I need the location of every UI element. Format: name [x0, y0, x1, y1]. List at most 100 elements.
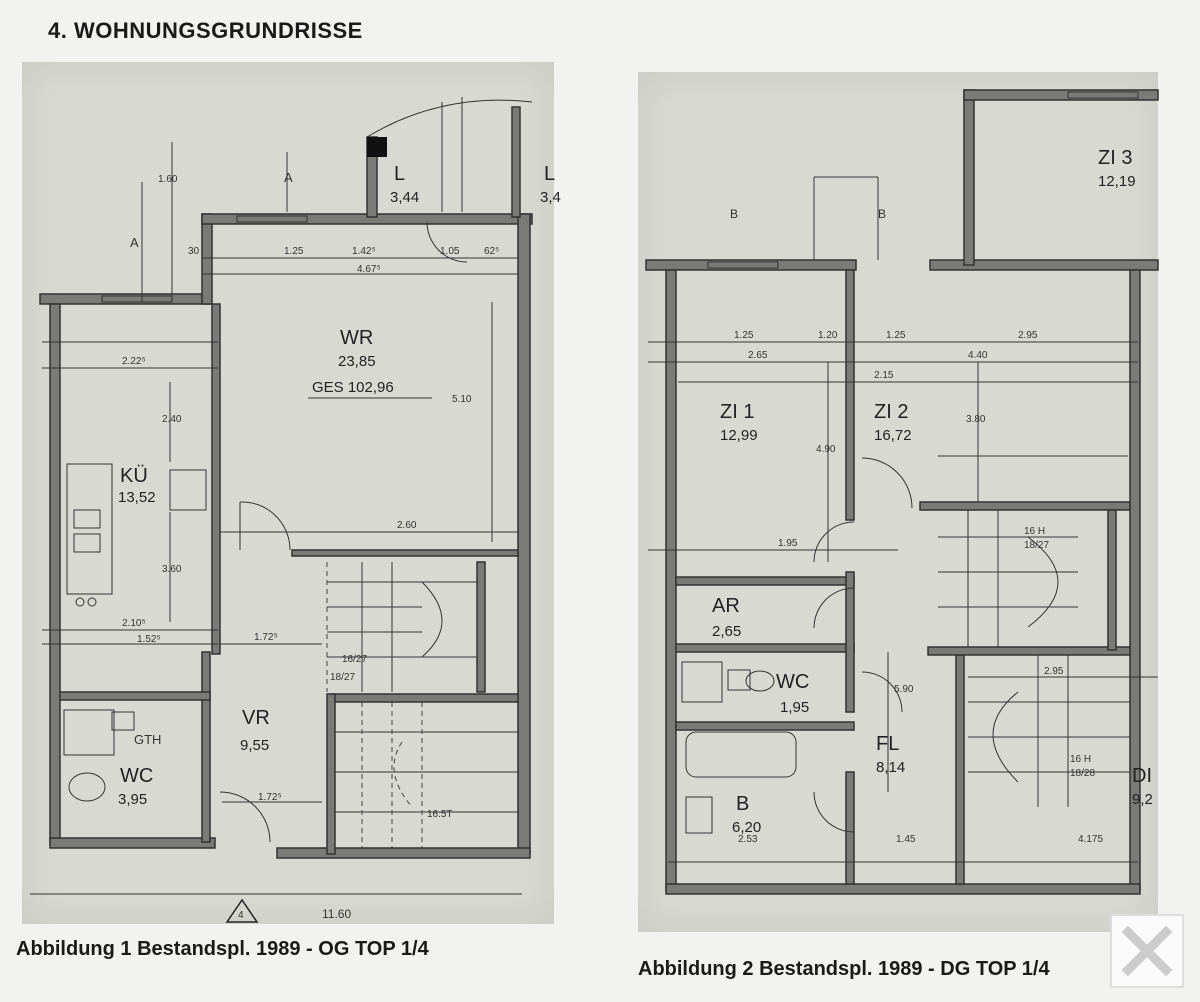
dim-label: 18/28: [1070, 768, 1095, 779]
staircase-lower: [335, 702, 518, 848]
room-b-name: B: [736, 793, 749, 815]
door-swing: [861, 671, 903, 713]
wall: [476, 561, 486, 693]
caption-plan-dg: Abbildung 2 Bestandspl. 1989 - DG TOP 1/…: [638, 958, 1050, 980]
wall: [955, 654, 965, 885]
crossed-keys-logo-icon: [1121, 925, 1173, 977]
room-ar-name: AR: [712, 595, 740, 617]
balcony-arc: [366, 99, 533, 138]
wall: [675, 643, 855, 653]
dim-total-width: 11.60: [322, 907, 351, 921]
room-di-name: DI: [1132, 765, 1152, 787]
caption-plan-og: Abbildung 1 Bestandspl. 1989 - OG TOP 1/…: [16, 938, 429, 960]
wall: [517, 213, 531, 855]
toilet-tank: [727, 669, 751, 691]
dim-label: 2.53: [738, 834, 758, 845]
section-mark: B: [730, 207, 738, 221]
window: [1067, 91, 1139, 99]
dim-label: 1.72⁵: [258, 792, 282, 803]
entry-marker-icon: [225, 898, 259, 923]
kitchen-counter: [66, 463, 113, 595]
dim-label: 30: [188, 246, 200, 257]
room-wc-area: 3,95: [118, 791, 147, 808]
room-zi2-area: 16,72: [874, 427, 912, 444]
dim-label: 1.42⁵: [352, 246, 376, 257]
room-zi3-area: 12,19: [1098, 173, 1136, 190]
wall: [59, 691, 211, 701]
wall: [331, 693, 519, 703]
dim-label: 4.175: [1078, 834, 1103, 845]
dim-label: 16.5T: [427, 809, 453, 820]
entry-marker-label: 4: [238, 910, 244, 921]
staircase-lower: [968, 655, 1130, 807]
section-mark: A: [284, 170, 293, 185]
stove-burner: [87, 597, 97, 607]
dim-label: 18/27: [330, 672, 355, 683]
wall: [291, 549, 519, 557]
room-l2-area: 3,4: [540, 189, 561, 206]
dim-label: 1.25: [734, 330, 754, 341]
dim-label: 2.60: [397, 520, 417, 531]
room-l1-area: 3,44: [390, 189, 419, 206]
gth-label: GTH: [134, 732, 161, 747]
dim-label: 1.60: [158, 174, 178, 185]
staircase-upper: [938, 510, 1078, 647]
dim-label: 1.25: [886, 330, 906, 341]
wall: [845, 571, 855, 713]
dim-label: 3.80: [966, 414, 986, 425]
room-vr-name: VR: [242, 707, 270, 729]
dim-label: 5.90: [894, 684, 914, 695]
wall: [326, 693, 336, 855]
dim-label: 1.20: [818, 330, 838, 341]
dim-label: 1.45: [896, 834, 916, 845]
dim-label: 4.90: [816, 444, 836, 455]
section-heading: 4. WOHNUNGSGRUNDRISSE: [48, 18, 363, 43]
dim-label: 2.10⁵: [122, 618, 146, 629]
wall: [645, 259, 857, 271]
room-di-area: 9,2: [1132, 791, 1153, 808]
room-zi2-name: ZI 2: [874, 401, 908, 423]
wall: [675, 576, 855, 586]
wall: [49, 303, 61, 845]
room-zi1-area: 12,99: [720, 427, 758, 444]
stove-burner: [75, 597, 85, 607]
dim-label: 18/27: [1024, 540, 1049, 551]
dim-label: 2.95: [1044, 666, 1064, 677]
room-wr-area: 23,85: [338, 353, 376, 370]
floor-plan-dg: ZI 1 12,99 ZI 2 16,72 ZI 3 12,19 AR 2,65…: [638, 72, 1159, 932]
wall: [845, 771, 855, 885]
wall: [49, 837, 216, 849]
dim-label: 4.67⁵: [357, 264, 381, 275]
room-fl-name: FL: [876, 733, 899, 755]
sink: [73, 509, 101, 529]
room-zi1-name: ZI 1: [720, 401, 754, 423]
room-wc-name: WC: [776, 671, 809, 693]
room-wc-name: WC: [120, 765, 153, 787]
dim-label: 1.05: [440, 246, 460, 257]
dim-label: 3.60: [162, 564, 182, 575]
wall: [675, 721, 855, 731]
floor-plan-dg-drawing: ZI 1 12,99 ZI 2 16,72 ZI 3 12,19 AR 2,65…: [645, 89, 1159, 895]
wall: [963, 89, 1159, 101]
room-l1-name: L: [394, 163, 405, 185]
dim-label: 16 H: [1070, 754, 1091, 765]
balcony-door-swing: [426, 221, 468, 263]
toilet: [68, 772, 106, 802]
cabinet: [169, 469, 207, 511]
room-ar-area: 2,65: [712, 623, 741, 640]
dimension-lines: [648, 341, 1158, 863]
room-wc-area: 1,95: [780, 699, 809, 716]
door-swing: [813, 587, 855, 629]
dim-label: 1.95: [778, 538, 798, 549]
dim-label: 1.72⁵: [254, 632, 278, 643]
dim-label: 1.52⁵: [137, 634, 161, 645]
gth-unit: [111, 711, 135, 731]
toilet: [745, 670, 775, 692]
dim-label: 2.40: [162, 414, 182, 425]
window: [236, 215, 308, 223]
dim-label: 4.40: [968, 350, 988, 361]
total-area: GES 102,96: [312, 379, 394, 396]
door-swing: [813, 791, 855, 833]
wall: [665, 883, 1141, 895]
floor-plan-og: 4 WR 23,85 GES 102,96 KÜ 13,52 VR 9,55 W…: [22, 62, 561, 924]
